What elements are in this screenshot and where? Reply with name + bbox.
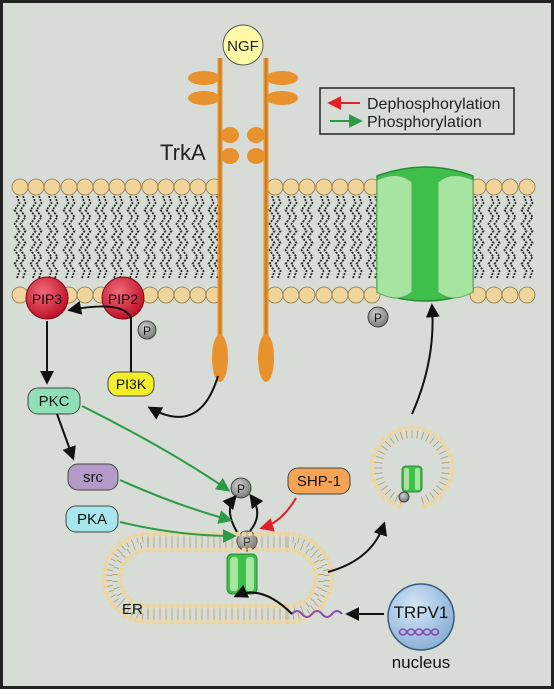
mrna-icon bbox=[291, 610, 343, 618]
trpv1-channel-membrane bbox=[376, 166, 474, 302]
svg-text:P: P bbox=[243, 535, 251, 549]
arrow-pkc-to-src bbox=[56, 413, 76, 461]
shp1-node: SHP-1 bbox=[287, 467, 351, 495]
pi3k-label: PI3K bbox=[116, 376, 147, 392]
legend-phosphorylation-label: Phosphorylation bbox=[367, 114, 482, 131]
phospho-channel: P bbox=[367, 306, 389, 328]
pka-node: PKA bbox=[65, 505, 119, 533]
svg-text:P: P bbox=[374, 311, 382, 325]
pi3k-node: PI3K bbox=[107, 371, 155, 397]
ngf-label: NGF bbox=[227, 38, 259, 55]
arrow-mrna-to-er bbox=[233, 584, 293, 615]
er-label: ER bbox=[122, 601, 143, 618]
trpv1-channel-vesicle bbox=[398, 465, 423, 503]
trka-receptor bbox=[188, 58, 298, 382]
transport-vesicle bbox=[369, 425, 455, 509]
legend-dephosphorylation-label: Dephosphorylation bbox=[367, 96, 500, 113]
pip3-lipid: PIP3 bbox=[25, 276, 69, 320]
src-node: src bbox=[67, 463, 119, 491]
phospho-cycle-top: P bbox=[230, 477, 252, 499]
pip3-label: PIP3 bbox=[32, 291, 63, 307]
nucleus-label: nucleus bbox=[392, 653, 451, 672]
arrow-pi3k-pip2-to-pip3 bbox=[67, 301, 132, 372]
pkc-node: PKC bbox=[27, 387, 81, 415]
arrow-pkc-phosphorylation bbox=[81, 405, 231, 492]
dna-icon bbox=[398, 628, 440, 636]
ngf-ligand: NGF bbox=[222, 24, 264, 66]
arrow-shp1-dephosphorylation bbox=[259, 497, 297, 532]
endoplasmic-reticulum bbox=[101, 531, 335, 625]
phospho-cycle-bottom: P bbox=[236, 530, 258, 552]
arrow-src-phosphorylation bbox=[119, 479, 233, 524]
arrow-pka-phosphorylation bbox=[119, 521, 237, 543]
arrow-cycle-right bbox=[249, 493, 264, 532]
nucleus: TRPV1 bbox=[387, 583, 455, 651]
svg-text:P: P bbox=[237, 482, 245, 496]
arrow-trka-to-pi3k bbox=[147, 375, 219, 420]
shp1-label: SHP-1 bbox=[297, 473, 341, 490]
arrow-vesicle-to-membrane bbox=[411, 303, 440, 415]
plasma-membrane bbox=[11, 178, 536, 304]
pka-label: PKA bbox=[77, 511, 107, 528]
arrow-er-to-vesicle bbox=[327, 521, 388, 573]
trka-label: TrkA bbox=[160, 140, 206, 165]
pip2-label: PIP2 bbox=[108, 291, 139, 307]
trpv1-channel-er bbox=[226, 553, 258, 595]
pip2-lipid: PIP2 bbox=[101, 276, 145, 320]
pkc-label: PKC bbox=[39, 393, 70, 410]
svg-text:P: P bbox=[143, 324, 151, 338]
phospho-pi3k: P bbox=[137, 320, 157, 340]
legend: Dephosphorylation Phosphorylation bbox=[319, 87, 515, 135]
src-label: src bbox=[83, 469, 103, 486]
trpv1-gene-label: TRPV1 bbox=[394, 603, 449, 622]
